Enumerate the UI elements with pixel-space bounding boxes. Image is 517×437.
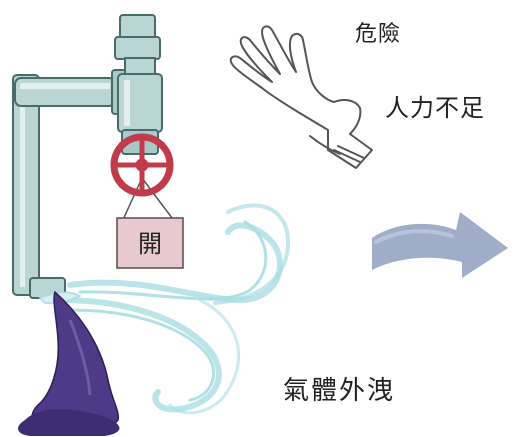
label-danger: 危險 <box>355 22 402 47</box>
leaking-liquid <box>18 290 120 436</box>
valve-tag-text: 開 <box>138 230 162 258</box>
glove-icon <box>229 25 373 169</box>
tag-string <box>121 177 173 223</box>
pipe <box>12 14 163 299</box>
valve-wheel[interactable] <box>110 133 174 197</box>
label-gas-leak: 氣體外洩 <box>283 376 396 406</box>
arrow-right-icon <box>372 212 508 278</box>
gas-wisps <box>57 203 291 415</box>
valve-tag: 開 <box>116 217 184 269</box>
label-manpower-shortage: 人力不足 <box>385 94 485 122</box>
